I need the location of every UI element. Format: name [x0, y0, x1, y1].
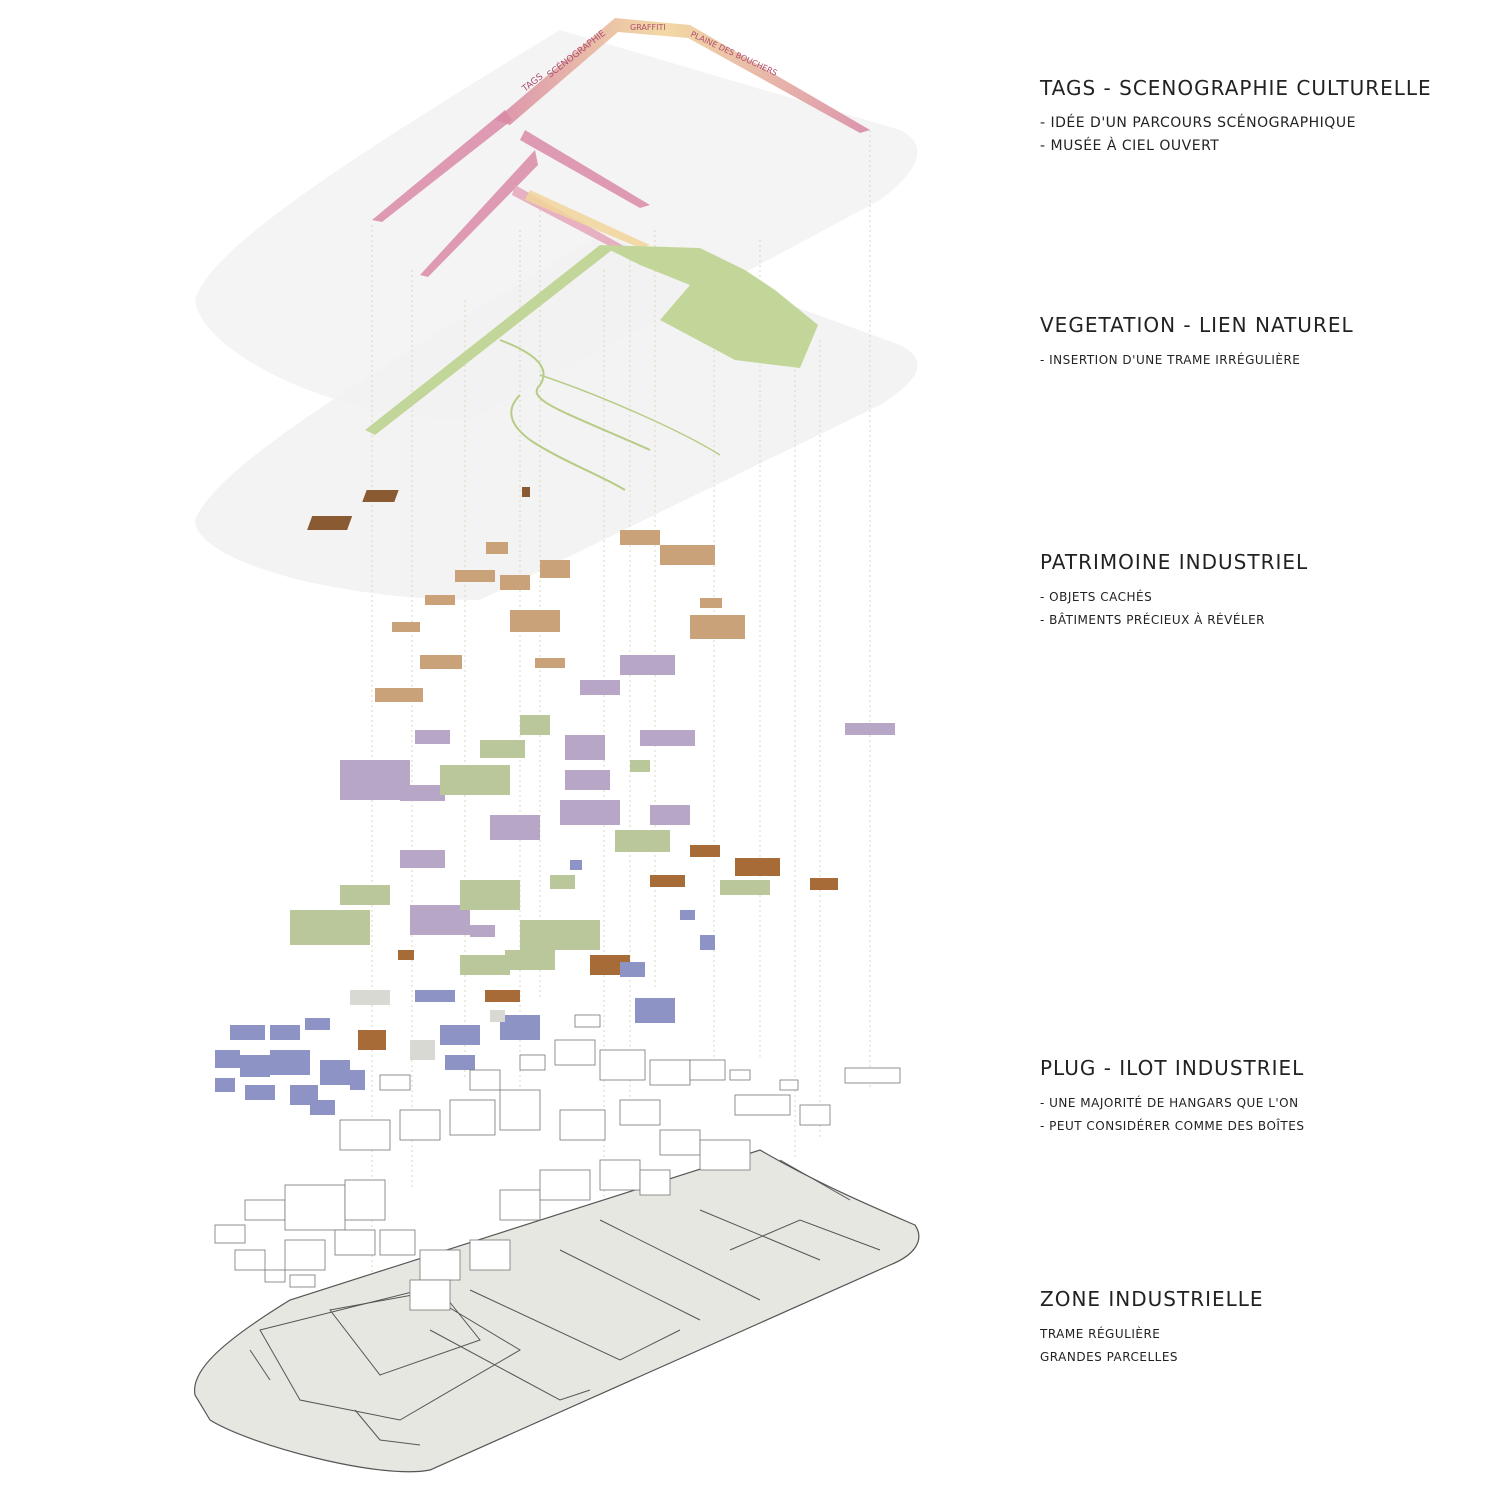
- legend-items-patrimoine: - OBJETS CACHÉS - BÂTIMENTS PRÉCIEUX À R…: [1040, 586, 1308, 632]
- legend-item: - BÂTIMENTS PRÉCIEUX À RÉVÉLER: [1040, 609, 1308, 632]
- ribbon-label-graffiti: GRAFFITI: [630, 23, 666, 32]
- legend-vegetation: VEGETATION - LIEN NATUREL - INSERTION D'…: [1040, 313, 1354, 372]
- legend-items-tags: - IDÉE D'UN PARCOURS SCÉNOGRAPHIQUE - MU…: [1040, 112, 1432, 158]
- legend-item: GRANDES PARCELLES: [1040, 1346, 1264, 1369]
- legend-plug: PLUG - ILOT INDUSTRIEL - UNE MAJORITÉ DE…: [1040, 1056, 1304, 1138]
- legend-tags: TAGS - SCENOGRAPHIE CULTURELLE - IDÉE D'…: [1040, 76, 1432, 158]
- legend-title-zone: ZONE INDUSTRIELLE: [1040, 1287, 1264, 1311]
- legend-item: - OBJETS CACHÉS: [1040, 586, 1308, 609]
- legend-item: - INSERTION D'UNE TRAME IRRÉGULIÈRE: [1040, 349, 1354, 372]
- legend-items-vegetation: - INSERTION D'UNE TRAME IRRÉGULIÈRE: [1040, 349, 1354, 372]
- hangar-purple-buildings: [340, 655, 895, 937]
- legend-items-zone: TRAME RÉGULIÈRE GRANDES PARCELLES: [1040, 1323, 1264, 1369]
- legend-title-vegetation: VEGETATION - LIEN NATUREL: [1040, 313, 1354, 337]
- legend-item: TRAME RÉGULIÈRE: [1040, 1323, 1264, 1346]
- legend-item: - MUSÉE À CIEL OUVERT: [1040, 135, 1432, 158]
- legend-patrimoine: PATRIMOINE INDUSTRIEL - OBJETS CACHÉS - …: [1040, 550, 1308, 632]
- legend-item: - UNE MAJORITÉ DE HANGARS QUE L'ON: [1040, 1092, 1304, 1115]
- legend-title-tags: TAGS - SCENOGRAPHIE CULTURELLE: [1040, 76, 1432, 100]
- legend-zone: ZONE INDUSTRIELLE TRAME RÉGULIÈRE GRANDE…: [1040, 1287, 1264, 1369]
- legend-title-plug: PLUG - ILOT INDUSTRIEL: [1040, 1056, 1304, 1080]
- legend-title-patrimoine: PATRIMOINE INDUSTRIEL: [1040, 550, 1308, 574]
- ribbon-label-plaine: PLAINE DES BOUCHERS: [689, 30, 778, 78]
- legend-item: - IDÉE D'UN PARCOURS SCÉNOGRAPHIQUE: [1040, 112, 1432, 135]
- legend-item: - PEUT CONSIDÉRER COMME DES BOÎTES: [1040, 1115, 1304, 1138]
- legend-items-plug: - UNE MAJORITÉ DE HANGARS QUE L'ON - PEU…: [1040, 1092, 1304, 1138]
